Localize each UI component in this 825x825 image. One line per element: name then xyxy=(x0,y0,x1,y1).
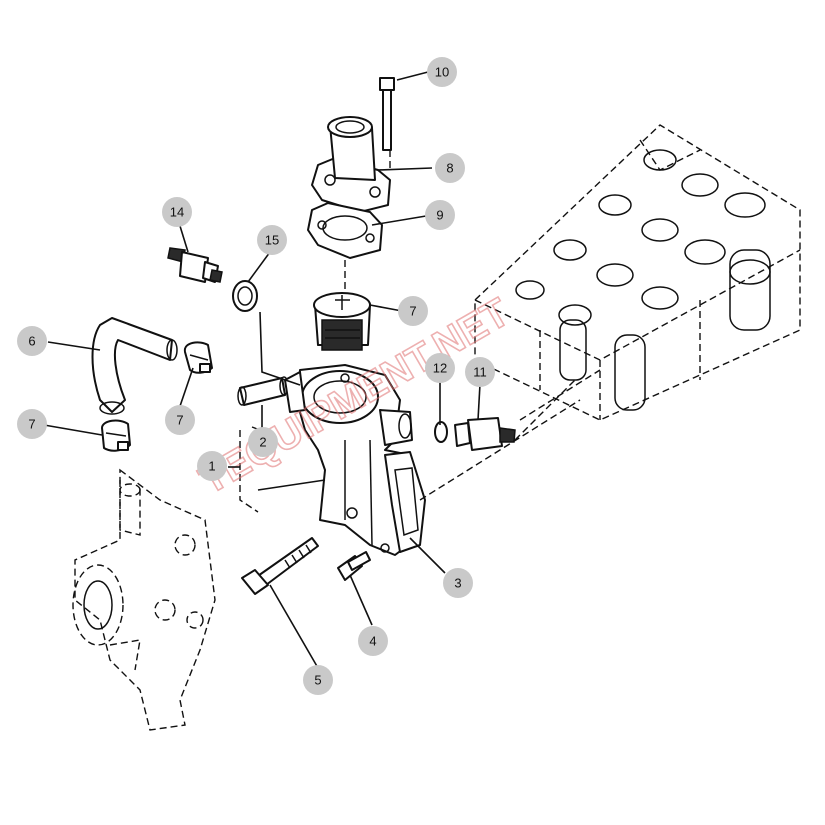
bolt-part-4 xyxy=(337,551,371,581)
bolt-part-5 xyxy=(241,537,319,595)
callout-5: 5 xyxy=(303,665,333,695)
washer-part-15 xyxy=(232,280,258,312)
callout-13: 12 xyxy=(425,353,455,383)
callout-8: 7 xyxy=(398,296,428,326)
callout-14: 14 xyxy=(162,197,192,227)
callout-2: 2 xyxy=(248,427,278,457)
svg-text:12: 12 xyxy=(433,361,447,376)
callout-7-lower: 7 xyxy=(17,409,47,439)
hose-part-6 xyxy=(91,317,178,415)
callout-3: 3 xyxy=(443,568,473,598)
thermostat-housing-part-1 xyxy=(284,364,421,556)
callout-4: 4 xyxy=(358,626,388,656)
callout-6: 6 xyxy=(17,326,47,356)
callout-10: 9 xyxy=(425,200,455,230)
hose-clamp-upper xyxy=(183,341,213,374)
svg-text:14: 14 xyxy=(170,205,184,220)
callout-15: 15 xyxy=(257,225,287,255)
svg-text:9: 9 xyxy=(436,208,443,223)
svg-text:4: 4 xyxy=(369,634,376,649)
water-pump xyxy=(72,468,216,731)
svg-text:1: 1 xyxy=(208,459,215,474)
engine-block xyxy=(474,124,801,421)
svg-text:7: 7 xyxy=(28,417,35,432)
callout-12: 11 xyxy=(465,357,495,387)
svg-text:15: 15 xyxy=(265,233,279,248)
water-outlet-part-9 xyxy=(311,116,391,213)
callout-9: 8 xyxy=(435,153,465,183)
washer-part-13 xyxy=(434,421,448,443)
callout-1: 1 xyxy=(197,451,227,481)
svg-text:7: 7 xyxy=(176,413,183,428)
gasket-part-3 xyxy=(384,451,426,553)
svg-text:8: 8 xyxy=(446,161,453,176)
svg-text:7: 7 xyxy=(409,304,416,319)
callout-7-upper: 7 xyxy=(165,405,195,435)
callouts: 10 8 9 7 12 11 14 15 xyxy=(17,57,495,695)
gasket-part-10 xyxy=(307,202,383,259)
bypass-pipe-part-2 xyxy=(237,376,289,406)
thermostat-part-8 xyxy=(313,292,371,351)
svg-text:5: 5 xyxy=(314,673,321,688)
svg-text:3: 3 xyxy=(454,576,461,591)
assembly-guide-lines xyxy=(239,150,601,513)
callout-11: 10 xyxy=(427,57,457,87)
svg-text:11: 11 xyxy=(473,365,487,380)
temperature-sender-part-14 xyxy=(167,247,223,283)
leader-lines xyxy=(43,71,481,669)
svg-text:2: 2 xyxy=(259,435,266,450)
svg-text:6: 6 xyxy=(28,334,35,349)
thermo-switch-part-12 xyxy=(454,417,516,451)
bolt-part-11 xyxy=(379,77,395,151)
svg-text:10: 10 xyxy=(435,65,449,80)
hose-clamp-lower xyxy=(101,419,131,452)
